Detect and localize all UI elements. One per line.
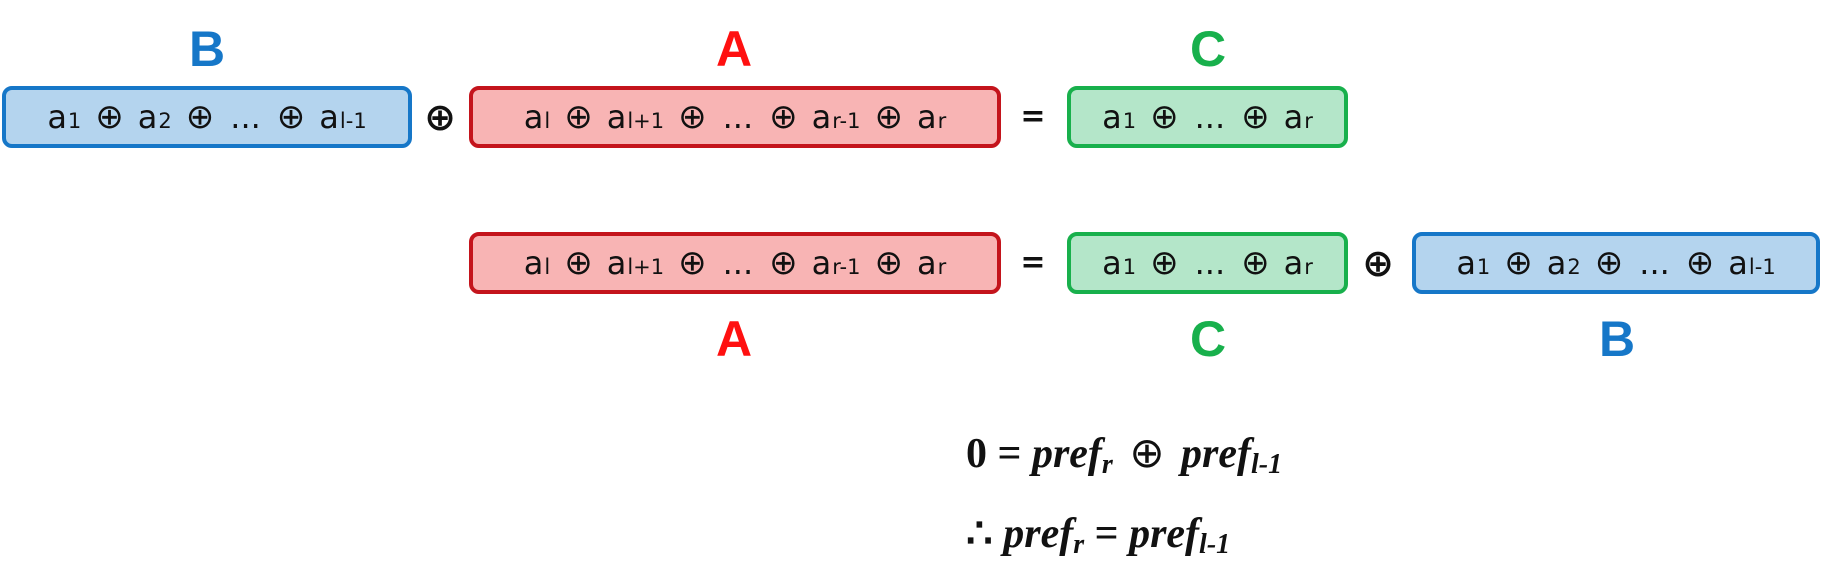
xor-operator-bottom: ⊕	[1362, 241, 1394, 285]
label-a-top: A	[715, 21, 753, 77]
formula-conclusion: ∴ prefr = prefl-1	[966, 511, 1231, 560]
formula-xor-identity: 0 = prefr ⊕ prefl-1	[966, 431, 1283, 480]
label-a-bottom: A	[715, 311, 753, 367]
equals-top: =	[1020, 99, 1046, 134]
equals-bottom: =	[1020, 245, 1046, 280]
label-b-bottom: B	[1598, 311, 1636, 367]
xor-operator-top: ⊕	[424, 95, 456, 139]
label-b-top: B	[188, 21, 226, 77]
label-c-top: C	[1189, 21, 1227, 77]
label-c-bottom: C	[1189, 311, 1227, 367]
